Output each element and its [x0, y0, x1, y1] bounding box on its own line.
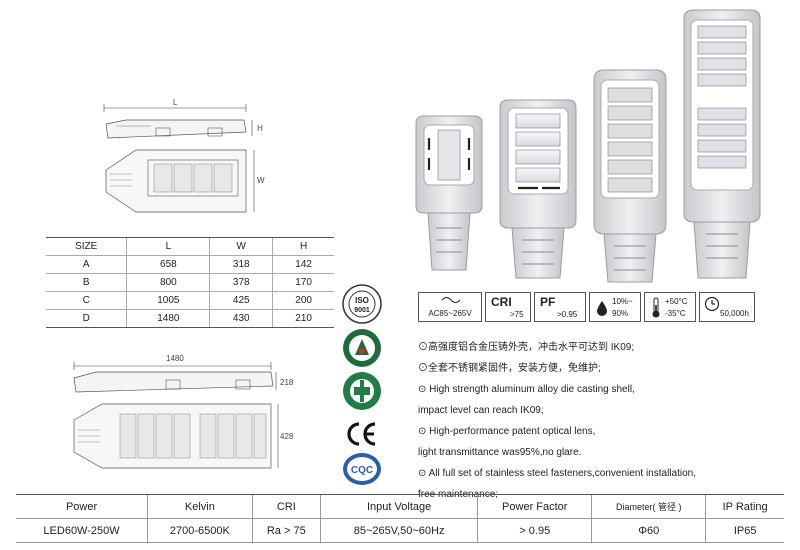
- spec-pf-value: >0.95: [557, 310, 578, 319]
- spec-header-ip-rating: IP Rating: [705, 494, 784, 519]
- spec-humidity-top: 10%~: [612, 297, 633, 306]
- drawing-bottom-svg: [73, 362, 279, 469]
- feature-line-en-4: light transmittance was95%,no glare.: [418, 447, 582, 458]
- spec-cell-power-factor: > 0.95: [477, 518, 592, 543]
- clock-icon: [704, 296, 720, 312]
- lamp-photos-svg: [415, 9, 761, 283]
- spec-lifetime: 50,000h: [699, 292, 755, 322]
- drawing-bottom-width-label: 428: [280, 432, 294, 441]
- drawing-top-svg: [103, 104, 255, 213]
- spec-header-input-voltage: Input Voltage: [319, 494, 478, 519]
- spec-temperature: +50°C -35°C: [644, 292, 696, 322]
- spec-pf-label: PF: [540, 295, 556, 309]
- size-cell: 378: [209, 273, 273, 292]
- product-photos: [408, 8, 788, 291]
- size-cell: 800: [126, 273, 210, 292]
- lamp-c: [593, 69, 667, 283]
- ac-wave-icon: [441, 297, 461, 303]
- feature-line-cn-2: ⊙全套不锈钢紧固件，安装方便，免维护;: [418, 363, 601, 374]
- feature-line-cn-1: ⊙高强度铝合金压铸外壳，冲击水平可达到 IK09;: [418, 342, 635, 353]
- thermometer-icon: [652, 297, 660, 318]
- spec-cri: CRI >75: [485, 292, 531, 322]
- spec-humidity-bottom: 90%: [612, 309, 629, 318]
- ce-mark-logo: [341, 413, 383, 455]
- cqc-logo: CQC: [341, 448, 383, 490]
- table-row: LED60W-250W 2700-6500K Ra > 75 85~265V,5…: [16, 518, 784, 543]
- size-cell: 318: [209, 255, 273, 274]
- lamp-a: [415, 115, 483, 271]
- svg-text:9001: 9001: [354, 307, 370, 314]
- svg-text:ISO: ISO: [355, 296, 369, 305]
- drawing-top-length-label: L: [173, 98, 178, 107]
- size-cell: C: [46, 291, 127, 310]
- size-table: SIZE L W H A 658 318 142 B 800 378 170 C…: [46, 237, 334, 328]
- size-header-h: H: [272, 237, 334, 256]
- iso-9001-logo: ISO 9001: [341, 283, 383, 325]
- ccc-seal-logo: [341, 370, 383, 412]
- feature-line-en-5: ⊙ All full set of stainless steel fasten…: [418, 468, 696, 479]
- size-cell: 142: [272, 255, 334, 274]
- feature-line-en-3: ⊙ High-performance patent optical lens,: [418, 426, 596, 437]
- size-cell: B: [46, 273, 127, 292]
- spec-temp-bottom: -35°C: [665, 309, 686, 318]
- water-drop-icon: [597, 301, 607, 316]
- drawing-top-width-label: W: [257, 176, 265, 185]
- dimension-drawing-bottom: 1480 218 428: [66, 354, 296, 476]
- dimension-drawing-top: L H W: [96, 98, 266, 220]
- quality-seal-logo: [341, 327, 383, 369]
- size-cell: 430: [209, 309, 273, 328]
- spec-pf: PF >0.95: [534, 292, 586, 322]
- spec-cri-label: CRI: [491, 295, 512, 309]
- size-cell: 200: [272, 291, 334, 310]
- feature-line-en-2: impact level can reach IK09;: [418, 405, 544, 416]
- spec-header-kelvin: Kelvin: [147, 494, 253, 519]
- spec-table: Power Kelvin CRI Input Voltage Power Fac…: [16, 494, 784, 543]
- drawing-bottom-length-label: 1480: [166, 354, 184, 363]
- spec-voltage: AC85~265V: [418, 292, 482, 322]
- spec-strip: AC85~265V CRI >75 PF >0.95 10%~ 90% +50°…: [418, 292, 755, 322]
- spec-cell-diameter: Φ60: [591, 518, 706, 543]
- size-cell: 1005: [126, 291, 210, 310]
- spec-cell-ip-rating: IP65: [705, 518, 784, 543]
- feature-list: ⊙高强度铝合金压铸外壳，冲击水平可达到 IK09; ⊙全套不锈钢紧固件，安装方便…: [418, 337, 798, 505]
- size-cell: 170: [272, 273, 334, 292]
- size-header-size: SIZE: [46, 237, 127, 256]
- size-header-w: W: [209, 237, 273, 256]
- spec-header-power-factor: Power Factor: [477, 494, 592, 519]
- table-row: B 800 378 170: [46, 273, 334, 292]
- spec-humidity: 10%~ 90%: [589, 292, 641, 322]
- spec-cri-value: >75: [510, 310, 524, 319]
- svg-text:CQC: CQC: [351, 465, 373, 476]
- table-row: A 658 318 142: [46, 255, 334, 274]
- feature-line-en-1: ⊙ High strength aluminum alloy die casti…: [418, 384, 635, 395]
- spec-cell-cri: Ra > 75: [251, 518, 321, 543]
- spec-lifetime-value: 50,000h: [720, 309, 749, 318]
- spec-temp-top: +50°C: [665, 297, 688, 306]
- size-cell: 658: [126, 255, 210, 274]
- spec-header-power: Power: [16, 494, 148, 519]
- spec-header-cri: CRI: [251, 494, 321, 519]
- size-header-l: L: [126, 237, 210, 256]
- size-table-header: SIZE L W H: [46, 237, 334, 256]
- spec-header-diameter: Diameter( 管径 ): [591, 494, 706, 519]
- drawing-top-height-label: H: [257, 124, 263, 133]
- lamp-b: [499, 99, 577, 279]
- size-cell: D: [46, 309, 127, 328]
- drawing-bottom-height-label: 218: [280, 378, 294, 387]
- size-cell: A: [46, 255, 127, 274]
- spec-cell-power: LED60W-250W: [16, 518, 148, 543]
- size-cell: 425: [209, 291, 273, 310]
- spec-table-header: Power Kelvin CRI Input Voltage Power Fac…: [16, 494, 784, 519]
- size-cell: 1480: [126, 309, 210, 328]
- size-cell: 210: [272, 309, 334, 328]
- spec-voltage-value: AC85~265V: [428, 309, 472, 318]
- table-row: C 1005 425 200: [46, 291, 334, 310]
- table-row: D 1480 430 210: [46, 309, 334, 328]
- spec-cell-input-voltage: 85~265V,50~60Hz: [319, 518, 478, 543]
- spec-cell-kelvin: 2700-6500K: [147, 518, 253, 543]
- lamp-d: [683, 9, 761, 279]
